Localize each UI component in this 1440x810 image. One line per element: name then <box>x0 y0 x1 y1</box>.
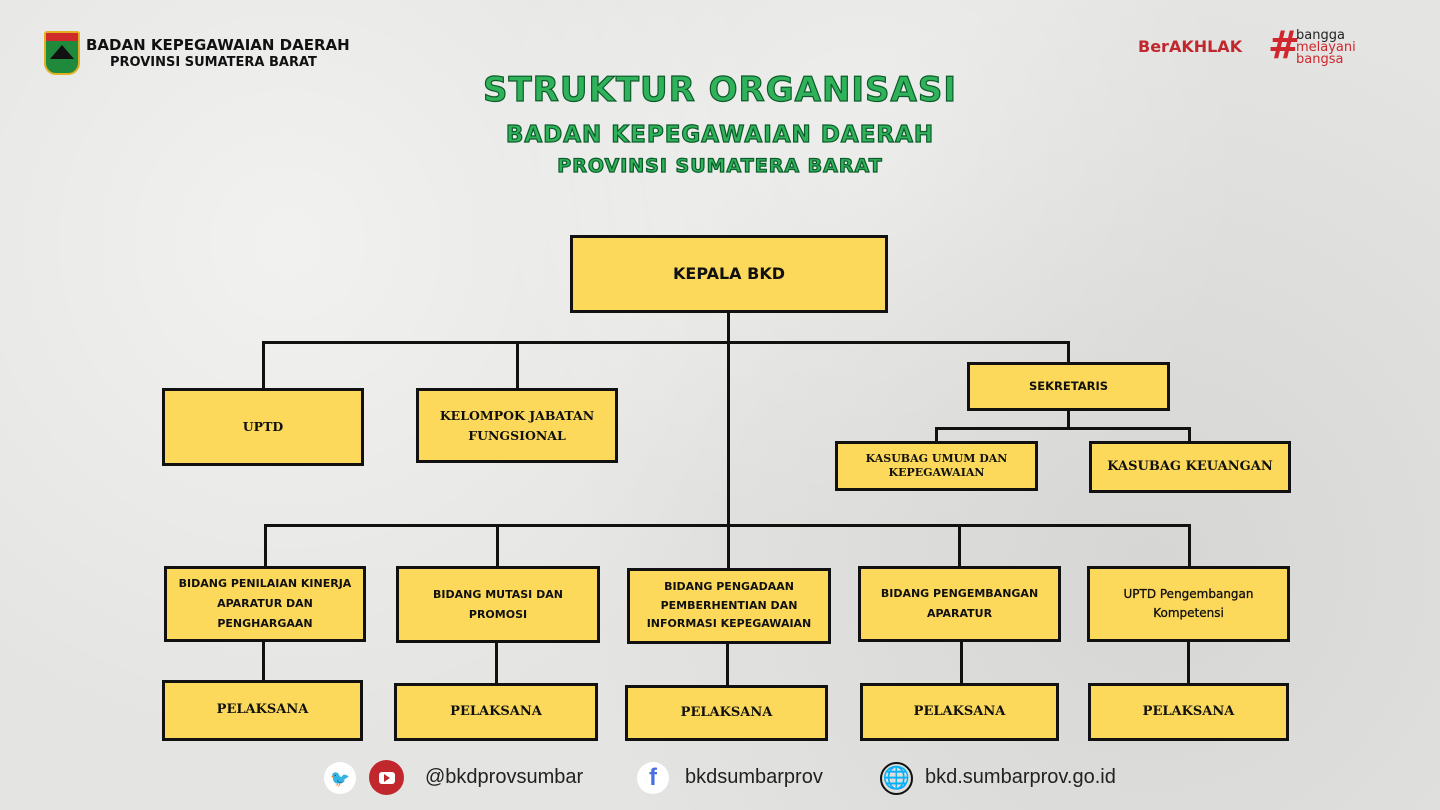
social-handle[interactable]: @bkdprovsumbar <box>425 766 584 788</box>
box-bidang-pengadaan: BIDANG PENGADAAN PEMBERHENTIAN DAN INFOR… <box>627 568 831 644</box>
connector <box>516 341 519 389</box>
box-kelompok-jabatan-fungsional: KELOMPOK JABATAN FUNGSIONAL <box>416 388 618 463</box>
berakhlak-logo: BerAKHLAK <box>1138 37 1243 56</box>
org-name-line2: PROVINSI SUMATERA BARAT <box>110 55 317 70</box>
website-link[interactable]: bkd.sumbarprov.go.id <box>925 766 1116 788</box>
connector <box>262 641 265 681</box>
connector <box>262 341 265 389</box>
connector <box>1187 641 1190 684</box>
facebook-handle[interactable]: bkdsumbarprov <box>685 766 823 788</box>
box-bidang-pengembangan: BIDANG PENGEMBANGAN APARATUR <box>858 566 1061 642</box>
youtube-icon[interactable] <box>369 760 404 795</box>
connector <box>262 341 1070 344</box>
connector <box>935 427 1191 430</box>
connector <box>1067 341 1070 363</box>
connector <box>495 642 498 684</box>
box-uptd-pengembangan-kompetensi: UPTD Pengembangan Kompetensi <box>1087 566 1290 642</box>
hashtag-icon: # <box>1268 23 1300 67</box>
box-pelaksana: PELAKSANA <box>625 685 828 741</box>
bangga-word: bangga <box>1296 28 1345 43</box>
connector <box>960 641 963 684</box>
org-name-line1: BADAN KEPEGAWAIAN DAERAH <box>86 36 350 54</box>
facebook-icon[interactable]: f <box>637 762 669 794</box>
connector <box>264 524 267 567</box>
connector <box>935 427 938 442</box>
box-bidang-penilaian: BIDANG PENILAIAN KINERJA APARATUR DAN PE… <box>164 566 366 642</box>
twitter-icon[interactable]: 🐦 <box>324 762 356 794</box>
bangga-melayani-logo: bangga melayani bangsa <box>1296 28 1356 67</box>
connector <box>1188 524 1191 567</box>
box-pelaksana: PELAKSANA <box>1088 683 1289 741</box>
box-pelaksana: PELAKSANA <box>860 683 1059 741</box>
page-subtitle: BADAN KEPEGAWAIAN DAERAH <box>505 121 935 148</box>
connector <box>726 643 729 686</box>
globe-icon: 🌐 <box>880 762 913 795</box>
page-title: STRUKTUR ORGANISASI <box>482 69 957 110</box>
box-pelaksana: PELAKSANA <box>162 680 363 741</box>
province-logo <box>44 31 80 75</box>
box-bidang-mutasi: BIDANG MUTASI DAN PROMOSI <box>396 566 600 643</box>
box-sekretaris: SEKRETARIS <box>967 362 1170 411</box>
box-kasubag-keuangan: KASUBAG KEUANGAN <box>1089 441 1291 493</box>
bangsa-word: bangsa <box>1296 52 1344 67</box>
melayani-word: melayani <box>1296 40 1356 55</box>
connector <box>1188 427 1191 442</box>
connector <box>958 524 961 567</box>
box-kepala-bkd: KEPALA BKD <box>570 235 888 313</box>
box-uptd: UPTD <box>162 388 364 466</box>
box-pelaksana: PELAKSANA <box>394 683 598 741</box>
connector <box>727 524 730 569</box>
box-kasubag-umum: KASUBAG UMUM DAN KEPEGAWAIAN <box>835 441 1038 491</box>
connector <box>496 524 499 567</box>
page-subtitle-2: PROVINSI SUMATERA BARAT <box>557 154 883 177</box>
connector <box>1067 410 1070 428</box>
connector <box>727 312 730 527</box>
